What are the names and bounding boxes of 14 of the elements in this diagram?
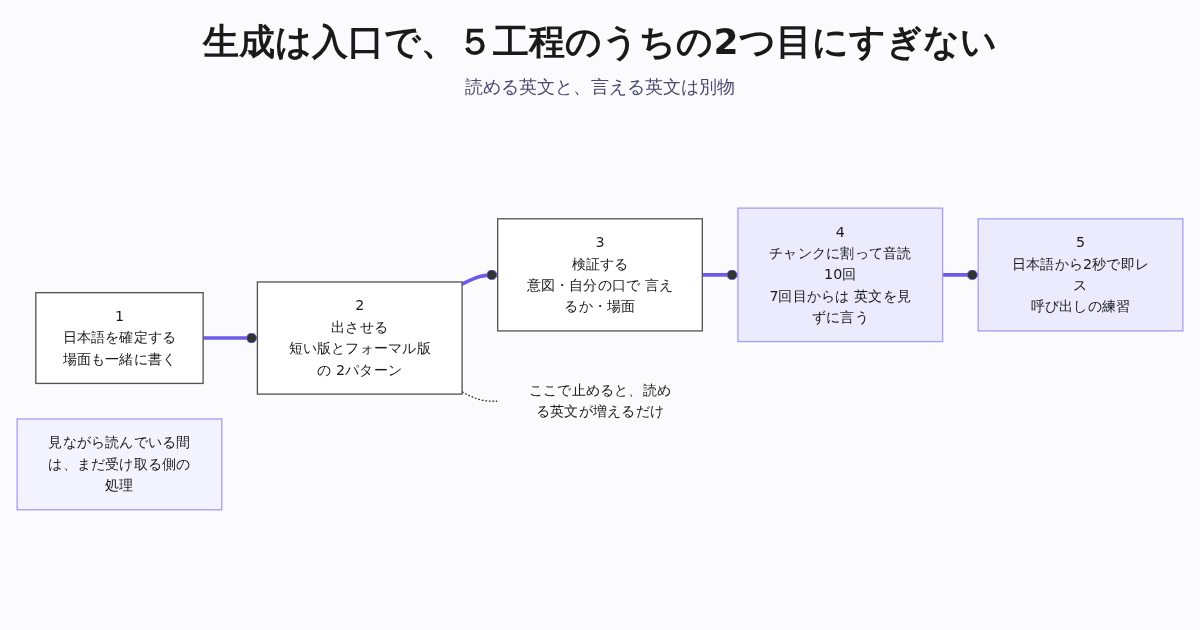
connector (461, 391, 499, 402)
node-box: 見ながら読んでいる間は、まだ受け取る側の処理 (16, 418, 223, 511)
node-box: 4 チャンクに割って音読10回 7回目からは 英文を見ずに言う (737, 207, 944, 343)
node-box: 3 検証する 意図・自分の口で 言えるか・場面 (497, 218, 703, 332)
connector (203, 332, 258, 344)
subtitle: 読める英文と、言える英文は別物 (464, 75, 736, 99)
connector (942, 269, 979, 281)
title: 生成は入口で、５工程のうちの2つ目にすぎない (201, 20, 998, 64)
node-box: 2 出させる 短い版とフォーマル版の 2パターン (256, 281, 463, 395)
node-box: 1 日本語を確定する 場面も一緒に書く (35, 292, 204, 385)
node-box: 5 日本語から2秒で即レス 呼び出しの練習 (977, 218, 1184, 332)
node-text: ここで止めると、読める英文が増えるだけ (528, 381, 672, 420)
connector (702, 269, 738, 281)
connector (461, 269, 498, 286)
